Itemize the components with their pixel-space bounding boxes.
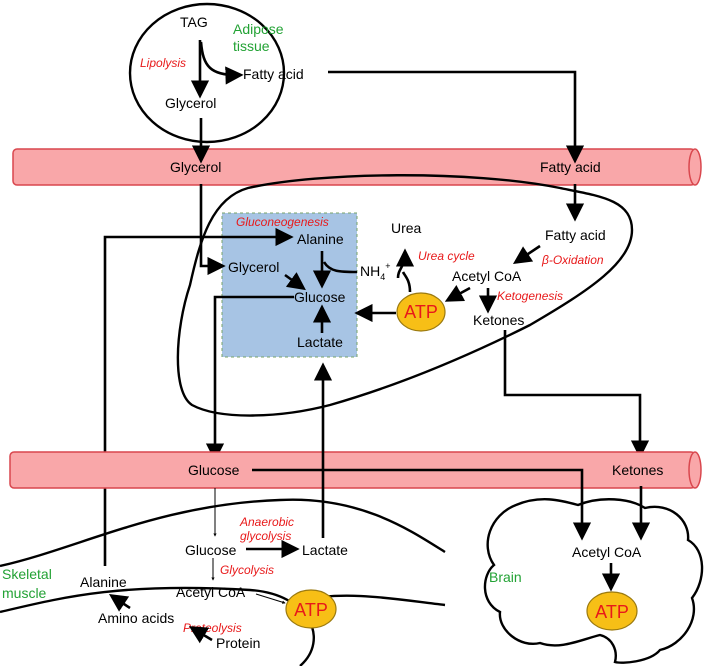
adipose-label-line1: Adipose (233, 21, 284, 37)
amino-acids-label: Amino acids (98, 610, 174, 626)
blood-top-glycerol-label: Glycerol (170, 159, 221, 175)
arrow-liver-glucose-to-blood (205, 295, 294, 462)
lipolysis-label: Lipolysis (140, 56, 186, 70)
proteolysis-label: Proteolysis (183, 621, 242, 635)
muscle-outline-top (0, 498, 446, 568)
liver-fatty-acid-label: Fatty acid (545, 227, 606, 243)
tag-label: TAG (180, 14, 208, 30)
arrow-protein-to-amino-acids (188, 626, 213, 644)
skeletal-label-line2: muscle (2, 585, 47, 601)
adipose-fatty-acid-label: Fatty acid (243, 66, 304, 82)
muscle-outline-bottom (0, 586, 315, 666)
brain-acetyl-coa-label: Acetyl CoA (572, 544, 642, 560)
muscle-atp-label: ATP (294, 600, 328, 620)
arrow-blood-glucose-to-brain (252, 468, 592, 541)
blood-top-fatty-acid-label: Fatty acid (540, 159, 601, 175)
liver-atp-badge (396, 292, 446, 332)
nh4-text: NH (360, 263, 380, 279)
anaerobic-line1: Anaerobic (239, 515, 294, 529)
arrow-amino-acids-to-alanine (108, 593, 131, 612)
gluconeogenesis-label: Gluconeogenesis (236, 215, 329, 229)
liver-ketones-label: Ketones (473, 312, 524, 328)
blood-vessel-top-cap (688, 148, 702, 186)
protein-label: Protein (216, 635, 260, 651)
adipose-label-line2: tissue (233, 38, 270, 54)
arrow-fatty-acid-to-acetyl-coa (512, 244, 541, 265)
adipose-tissue-outline (128, 2, 286, 144)
arrow-glycerol-to-glucose (284, 272, 306, 291)
liver-glycerol-label: Glycerol (228, 259, 279, 275)
arrow-liver-ketones-to-blood (503, 330, 650, 459)
glycolysis-label: Glycolysis (220, 563, 274, 577)
liver-alanine-label: Alanine (297, 231, 344, 247)
nh4-subscript: 4 (380, 272, 385, 282)
anaerobic-line2: glycolysis (240, 529, 291, 543)
blood-bottom-glucose-label: Glucose (188, 462, 240, 478)
line-atp-to-urea-cycle (401, 271, 412, 293)
arrow-nh4-to-urea (395, 248, 415, 279)
arrow-acetyl-coa-to-atp-muscle (255, 593, 286, 604)
skeletal-muscle-label: Skeletal muscle (2, 566, 56, 601)
adipose-tissue-label: Adipose tissue (233, 21, 287, 54)
nh4-superscript: + (385, 261, 390, 271)
blood-vessel-bottom-cap (688, 451, 702, 489)
urea-label: Urea (391, 220, 422, 236)
arrow-alanine-to-nh4 (322, 261, 358, 274)
arrow-acetyl-coa-to-atp (444, 285, 471, 302)
arrow-adipose-fatty-acid-to-blood (328, 70, 585, 164)
beta-oxidation-label: β-Oxidation (541, 253, 604, 267)
liver-atp-label: ATP (404, 302, 438, 322)
skeletal-label-line1: Skeletal (2, 566, 52, 582)
brain-label: Brain (489, 569, 522, 585)
liver-acetyl-coa-label: Acetyl CoA (452, 268, 522, 284)
arrow-blood-glycerol-to-liver (199, 184, 226, 276)
nh4-label: NH4+ (360, 261, 391, 282)
anaerobic-glycolysis-label: Anaerobic glycolysis (239, 515, 297, 543)
liver-lactate-label: Lactate (297, 334, 343, 350)
muscle-acetyl-coa-label: Acetyl CoA (176, 584, 246, 600)
brain-atp-label: ATP (595, 602, 629, 622)
ketogenesis-label: Ketogenesis (497, 289, 563, 303)
arrow-tag-to-fatty-acid (199, 41, 244, 85)
blood-bottom-ketones-label: Ketones (612, 462, 663, 478)
muscle-lactate-label: Lactate (302, 542, 348, 558)
muscle-atp-badge (285, 589, 337, 629)
liver-glucose-label: Glucose (294, 289, 346, 305)
brain-atp-badge (586, 591, 638, 631)
brain-outline (483, 498, 704, 664)
adipose-glycerol-label: Glycerol (165, 95, 216, 111)
muscle-alanine-label: Alanine (80, 574, 127, 590)
liver-outline (176, 174, 634, 417)
urea-cycle-label: Urea cycle (418, 249, 475, 263)
muscle-glucose-label: Glucose (185, 542, 237, 558)
